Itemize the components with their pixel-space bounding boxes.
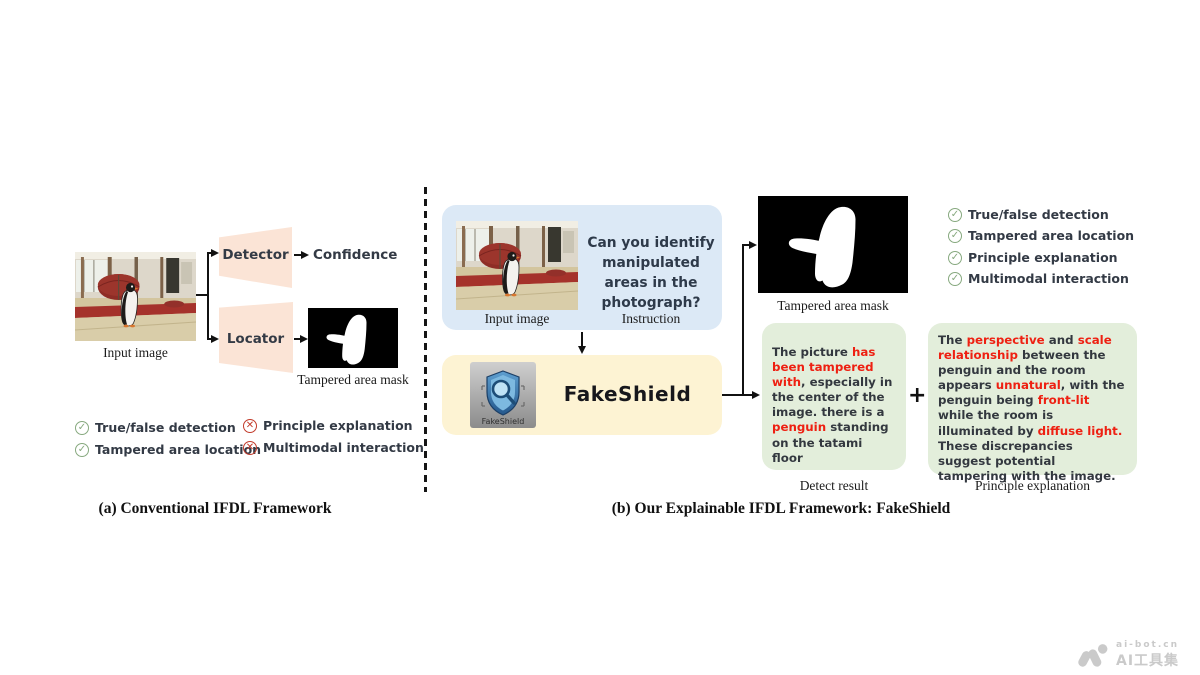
check-item: ✓ Tampered area location (948, 228, 1134, 243)
check-label: Multimodal interaction (263, 440, 424, 455)
connector-line (207, 253, 209, 340)
connector-line (294, 254, 302, 256)
detect-result-text: The picture has been tampered with, espe… (772, 345, 893, 465)
connector-line (196, 294, 209, 296)
check-label: Tampered area location (968, 228, 1135, 243)
watermark-name: AI工具集 (1116, 653, 1180, 669)
tampered-area-mask-b (758, 196, 908, 293)
detector-label: Detector (222, 247, 289, 263)
check-item: ✕ Multimodal interaction (243, 440, 424, 455)
connector-line (294, 338, 301, 340)
input-image-photo-b (456, 221, 578, 310)
check-item: ✓ Multimodal interaction (948, 271, 1129, 286)
detect-result-label: Detect result (799, 478, 869, 493)
watermark-domain: ai-bot.cn (1116, 640, 1179, 650)
locator-label: Locator (226, 331, 285, 347)
check-label: Multimodal interaction (968, 271, 1129, 286)
input-image-label-b: Input image (484, 311, 550, 326)
input-image-photo-a (75, 252, 196, 341)
check-icon: ✓ (75, 442, 89, 457)
fakeshield-logo-icon: FakeShield (470, 362, 536, 428)
principle-explanation-label: Principle explanation (974, 478, 1091, 493)
check-label: Principle explanation (263, 418, 413, 433)
watermark-text: ai-bot.cn AI工具集 (1116, 640, 1179, 670)
watermark: ai-bot.cn AI工具集 (1078, 640, 1179, 670)
check-icon: ✓ (948, 271, 962, 286)
check-icon: ✓ (948, 250, 962, 265)
check-label: True/false detection (968, 207, 1109, 222)
ai-bot-logo-icon (1078, 644, 1108, 667)
cross-icon: ✕ (243, 440, 257, 455)
check-label: True/false detection (95, 420, 236, 435)
instruction-label: Instruction (621, 311, 681, 326)
input-image-label-a: Input image (103, 345, 168, 360)
confidence-label: Confidence (313, 247, 398, 263)
connector-line (207, 252, 213, 254)
detect-result-box (762, 323, 906, 470)
tampered-area-mask-a (308, 308, 398, 368)
arrowhead-to-mask-b (749, 240, 757, 249)
check-label: Tampered area location (95, 442, 262, 457)
panel-divider (424, 187, 427, 492)
caption-a: (a) Conventional IFDL Framework (98, 500, 332, 517)
cross-icon: ✕ (243, 418, 257, 433)
arrowhead-to-confidence (301, 250, 309, 259)
fakeshield-title: FakeShield (563, 382, 692, 406)
check-icon: ✓ (948, 207, 962, 222)
instruction-text: Can you identify manipulated areas in th… (587, 235, 715, 311)
check-item: ✓ Tampered area location (75, 442, 261, 457)
principle-explanation-text: The perspective and scale relationship b… (938, 333, 1125, 483)
arrowhead-to-detect-result (752, 390, 760, 399)
check-item: ✓ True/false detection (75, 420, 236, 435)
check-item: ✕ Principle explanation (243, 418, 413, 433)
connector-line (742, 244, 750, 246)
mask-label-b: Tampered area mask (777, 298, 889, 313)
connector-line (742, 245, 744, 396)
connector-line (207, 338, 213, 340)
locator-block (219, 302, 293, 373)
check-label: Principle explanation (968, 250, 1118, 265)
plus-sign: + (908, 383, 927, 408)
arrowhead-to-detector (211, 248, 219, 257)
arrowhead-to-locator (211, 334, 219, 343)
caption-b: (b) Our Explainable IFDL Framework: Fake… (611, 500, 951, 517)
check-item: ✓ Principle explanation (948, 250, 1118, 265)
arrowhead-to-mask-a (300, 334, 308, 343)
check-icon: ✓ (948, 228, 962, 243)
arrowhead-to-fakeshield (577, 346, 586, 354)
connector-line (581, 332, 583, 347)
connector-line (722, 394, 744, 396)
check-icon: ✓ (75, 420, 89, 435)
fakeshield-logo-text: FakeShield (482, 417, 525, 426)
check-item: ✓ True/false detection (948, 207, 1109, 222)
principle-explanation-box (928, 323, 1137, 475)
connector-line (744, 394, 753, 396)
mask-label-a: Tampered area mask (297, 372, 409, 387)
